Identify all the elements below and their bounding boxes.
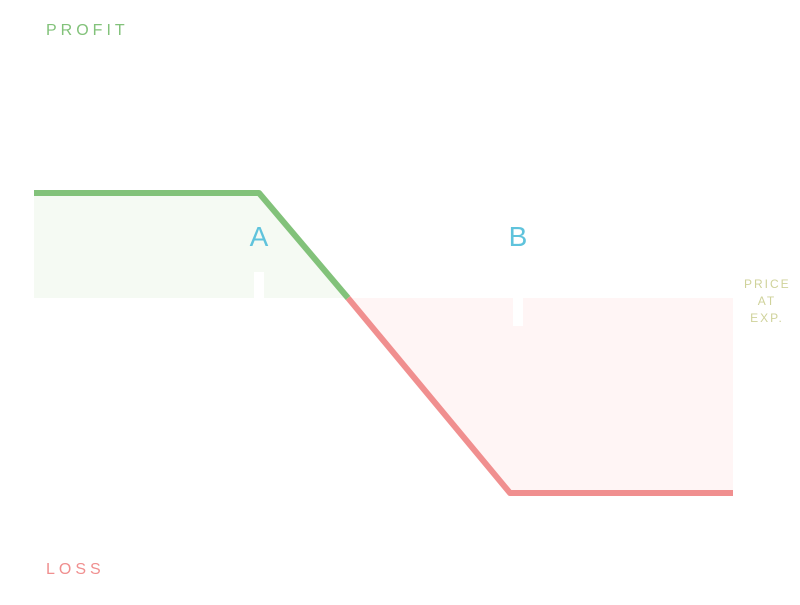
strike-a-marker <box>254 272 264 300</box>
x-axis-label-line: AT <box>757 294 777 308</box>
payoff-line-profit <box>34 190 351 300</box>
strike-b-marker <box>513 298 523 326</box>
profit-area <box>34 193 348 298</box>
strike-a-label: A <box>249 221 269 252</box>
payoff-line-loss <box>345 296 733 496</box>
loss-label: LOSS <box>46 561 105 578</box>
x-axis-label-line: PRICE <box>744 277 791 291</box>
loss-area <box>348 298 733 493</box>
x-axis-label-line: EXP. <box>750 311 784 325</box>
strike-b-label: B <box>508 221 528 252</box>
profit-label: PROFIT <box>46 22 129 39</box>
x-axis-label: PRICE AT EXP. <box>744 276 790 327</box>
